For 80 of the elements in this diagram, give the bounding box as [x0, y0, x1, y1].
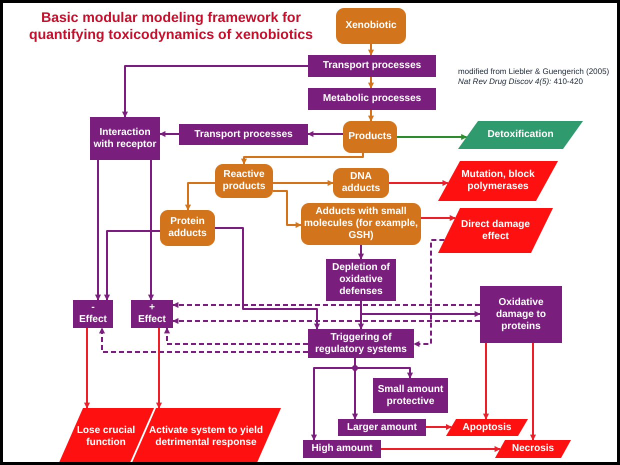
node-label: Transport processes — [194, 128, 293, 140]
process-box — [303, 440, 381, 458]
parallelogram-box — [438, 161, 558, 201]
process-box — [308, 329, 414, 358]
node-label: Larger amount — [346, 422, 417, 434]
arrow — [172, 318, 480, 324]
arrow — [389, 180, 448, 186]
node-label: Necrosis — [512, 443, 554, 455]
arrow — [368, 110, 374, 122]
arrow — [84, 328, 90, 409]
parallelogram-box — [446, 419, 528, 436]
node-label: Triggering of regulatory systems — [314, 332, 408, 356]
process-box — [179, 124, 308, 145]
node-label: DNA adducts — [340, 171, 382, 195]
node-label: Depletion of oxidative defenses — [331, 262, 391, 298]
arrow — [164, 327, 308, 345]
node-label: Adducts with small molecules (for example, GSH) — [303, 206, 419, 242]
node-label: High amount — [311, 443, 373, 455]
citation-note: modified from Liebler & Guengerich (2005) — [458, 67, 610, 77]
arrow — [148, 160, 154, 301]
arrow — [368, 44, 374, 56]
node-label: Apoptosis — [462, 422, 512, 434]
node-label: Xenobiotic — [345, 20, 397, 32]
process-box — [90, 117, 160, 160]
arrow — [273, 190, 302, 228]
process-box — [480, 286, 562, 343]
arrow — [172, 302, 480, 308]
arrow — [273, 180, 334, 186]
arrow — [483, 343, 489, 420]
node-label: Oxidative damage to proteins — [494, 296, 547, 332]
arrow — [104, 230, 160, 301]
node-label: Small amount protective — [376, 384, 444, 408]
node-label: Interaction with receptor — [92, 126, 158, 150]
rounded-box — [215, 164, 273, 198]
process-box — [73, 300, 113, 328]
arrow — [95, 160, 101, 301]
node-label: Mutation, block polymerases — [460, 169, 536, 193]
node-label: Products — [348, 131, 392, 143]
process-box — [338, 419, 426, 436]
arrow — [215, 227, 320, 330]
arrow — [185, 182, 215, 211]
node-label: Activate system to yield detrimental response — [148, 424, 264, 448]
title: Basic modular modeling framework for quantifying toxicodynamics of xenobiotics — [28, 9, 314, 43]
node-label: Metabolic processes — [322, 93, 422, 105]
arrow — [241, 153, 364, 165]
node-label: Transport processes — [322, 60, 422, 72]
arrow — [413, 239, 444, 347]
rounded-box — [333, 168, 389, 198]
node-label: Detoxification — [487, 129, 554, 141]
node-label: Lose crucial function — [76, 424, 136, 448]
process-box — [308, 88, 436, 110]
process-box — [308, 55, 436, 77]
parallelogram-box — [495, 440, 571, 458]
arrow — [122, 65, 308, 118]
rounded-box — [336, 8, 406, 44]
arrow — [99, 327, 308, 353]
node-label: + — [149, 302, 155, 314]
arrow — [159, 131, 179, 137]
arrow — [421, 215, 456, 221]
arrow — [307, 131, 343, 137]
arrow — [397, 134, 468, 140]
node-label: Direct damage effect — [460, 218, 531, 242]
process-box — [131, 300, 173, 328]
rounded-box — [343, 121, 397, 153]
arrow — [381, 446, 501, 452]
node-label: Effect — [79, 314, 107, 326]
arrow — [358, 245, 364, 260]
arrow — [426, 424, 452, 430]
node-label: - — [91, 302, 95, 314]
rounded-box — [160, 210, 215, 246]
arrow — [368, 77, 374, 89]
parallelogram-box — [458, 121, 583, 149]
citation-note: Nat Rev Drug Discov 4(5): 410-420 — [458, 77, 583, 87]
node-label: Reactive products — [222, 169, 266, 193]
node-label: Effect — [138, 314, 166, 326]
arrow — [156, 328, 162, 409]
process-box — [373, 378, 448, 413]
arrow — [530, 343, 536, 441]
parallelogram-box — [438, 208, 553, 253]
node-label: Protein adducts — [167, 216, 208, 240]
